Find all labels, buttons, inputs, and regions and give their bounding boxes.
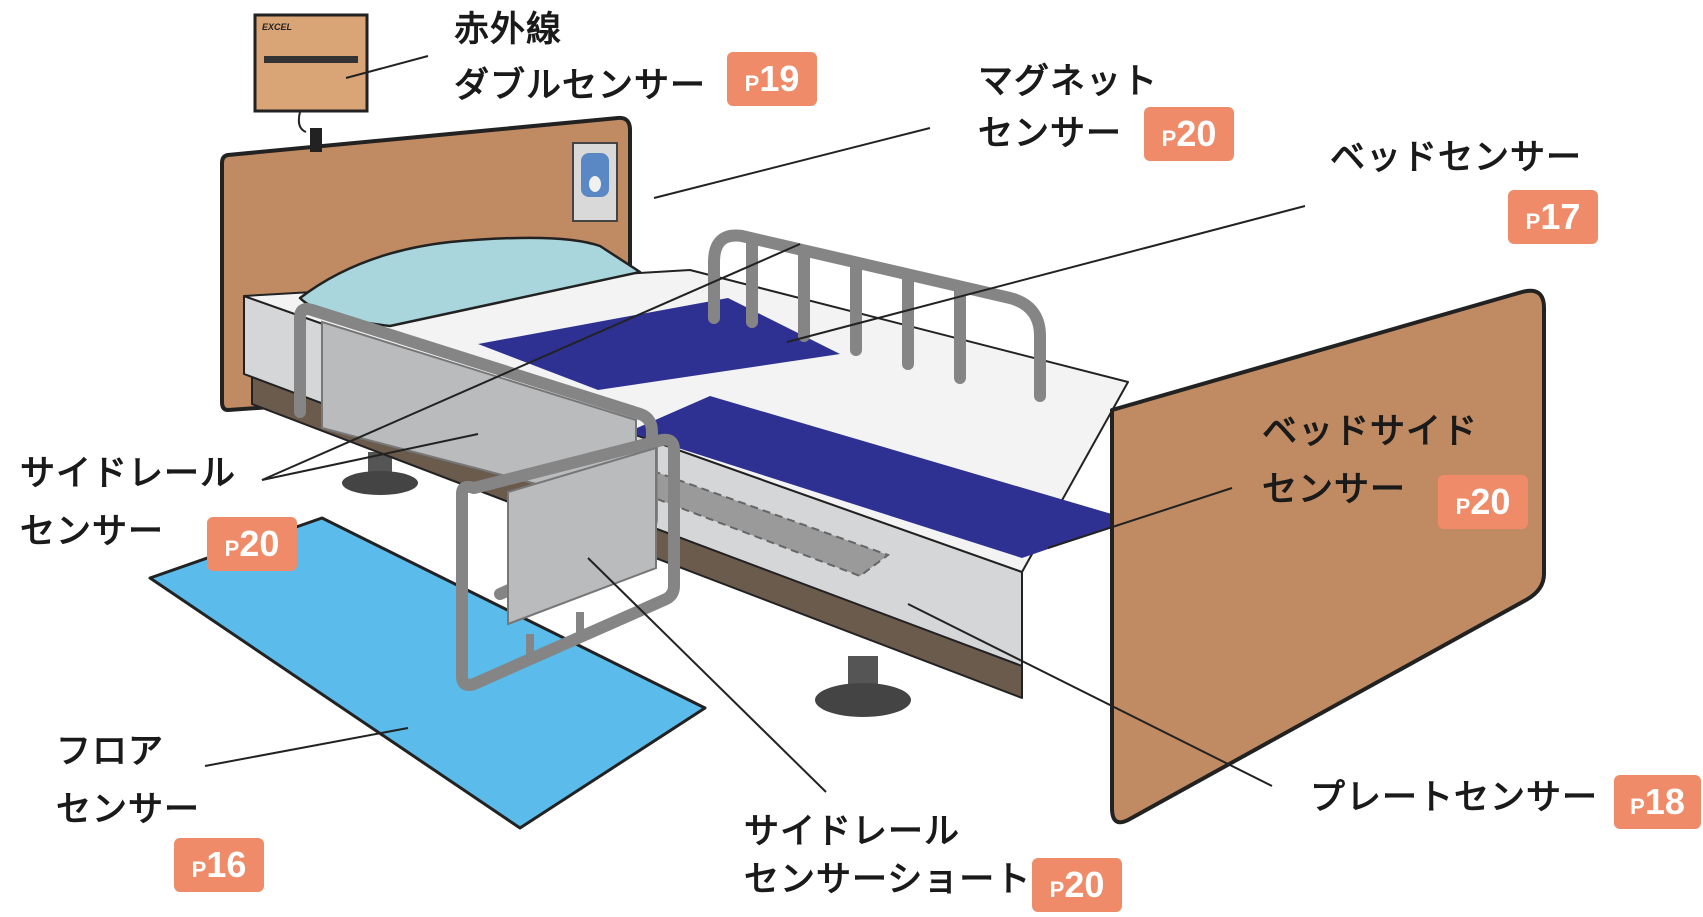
label-line: サイドレール — [744, 812, 961, 852]
label-infrared-double-sensor: 赤外線 ダブルセンサー — [454, 4, 706, 112]
label-line: フロア — [56, 732, 165, 772]
label-line: センサー — [56, 790, 201, 830]
label-line: ベッドセンサー — [1330, 138, 1583, 178]
far-side-rail — [708, 229, 1046, 402]
label-siderail-sensor: サイドレール センサー — [20, 448, 236, 558]
label-line: サイドレール — [20, 454, 237, 494]
label-floor-sensor: フロア センサー — [56, 726, 200, 836]
leader-lines — [204, 55, 1306, 793]
magnet-sensor-device — [572, 142, 618, 222]
label-bedside-sensor: ベッドサイド センサー — [1262, 406, 1478, 516]
label-line: 赤外線 — [454, 10, 563, 50]
label-line: センサーショート — [744, 860, 1032, 900]
footboard — [1110, 288, 1546, 825]
plate-sensor — [627, 460, 891, 578]
pillow — [298, 236, 642, 328]
label-line: プレートセンサー — [1310, 778, 1599, 818]
label-line: センサー — [978, 114, 1123, 154]
infrared-double-sensor-device: EXCEL — [253, 13, 369, 152]
device-brand: EXCEL — [262, 22, 292, 32]
label-line: ダブルセンサー — [454, 66, 707, 106]
bedside-sensor-pad — [628, 396, 1132, 558]
label-line: マグネット — [978, 62, 1159, 102]
side-rail-short — [456, 433, 680, 691]
label-bed-sensor: ベッドセンサー — [1330, 132, 1582, 184]
label-magnet-sensor: マグネット センサー — [978, 56, 1158, 160]
label-line: センサー — [20, 512, 165, 552]
label-line: センサー — [1262, 470, 1407, 510]
label-line: ベッドサイド — [1262, 412, 1479, 452]
bed-legs — [342, 452, 911, 717]
label-siderail-short-sensor: サイドレール センサーショート — [744, 806, 1031, 906]
label-plate-sensor: プレートセンサー — [1310, 772, 1598, 824]
